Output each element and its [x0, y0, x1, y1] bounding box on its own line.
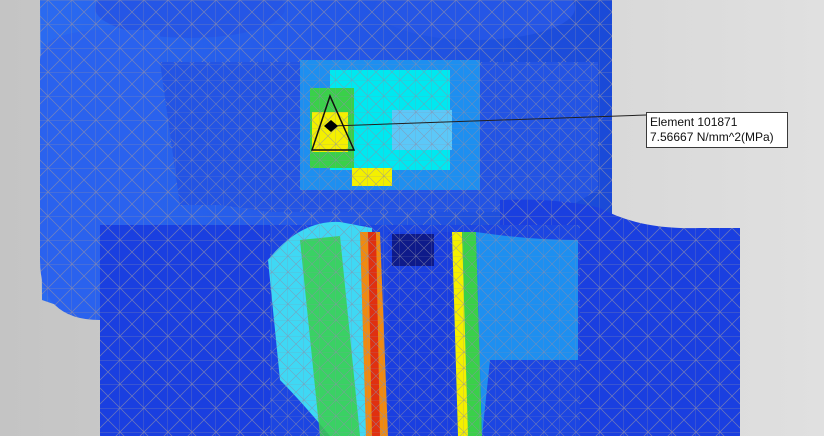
probe-element-id: Element 101871	[650, 115, 738, 129]
probe-result-label: Element 101871 7.56667 N/mm^2(MPa)	[646, 112, 788, 148]
probed-element-outline	[310, 93, 356, 151]
diamond-marker-icon	[324, 120, 338, 132]
probe-stress-value: 7.56667 N/mm^2(MPa)	[650, 130, 774, 144]
probe-leader-line	[331, 114, 647, 127]
stress-hotspot	[300, 60, 480, 190]
